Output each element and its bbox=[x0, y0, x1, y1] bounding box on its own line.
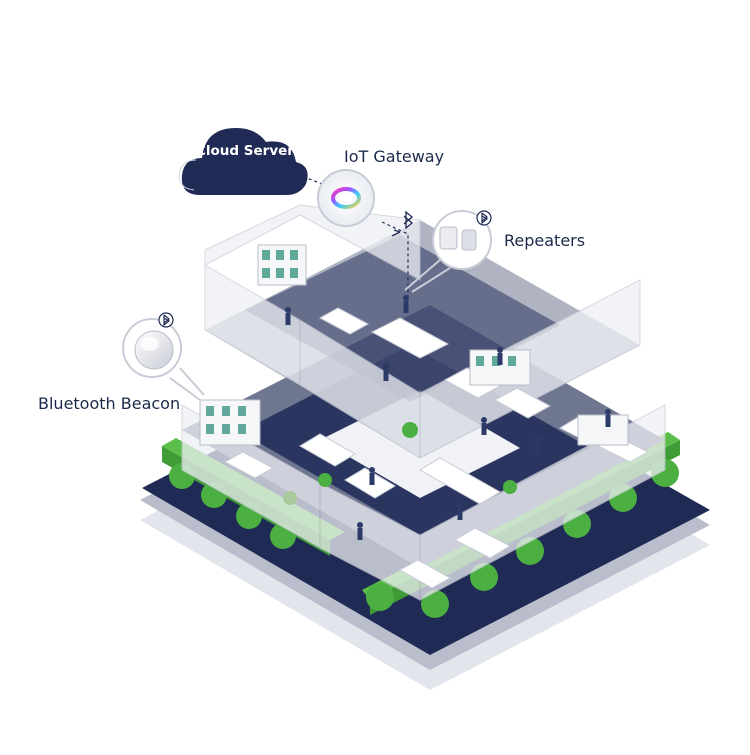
people bbox=[285, 295, 611, 540]
bluetooth-icon bbox=[158, 312, 174, 328]
cloud-icon bbox=[178, 128, 308, 195]
bluetooth-icon bbox=[391, 210, 414, 237]
repeater-device-icon bbox=[439, 226, 477, 251]
repeaters-label: Repeaters bbox=[504, 231, 586, 250]
bluetooth-icon bbox=[476, 210, 492, 226]
cloud-server-label: Cloud Server bbox=[196, 143, 294, 159]
bluetooth-beacon-label: Bluetooth Beacon bbox=[38, 394, 181, 413]
iot-gateway-label: IoT Gateway bbox=[344, 147, 445, 166]
gateway-device-icon bbox=[317, 169, 375, 227]
shelf-items bbox=[206, 250, 516, 434]
bluetooth-beacon-icon bbox=[134, 330, 174, 370]
desks bbox=[223, 307, 650, 589]
potted-plants bbox=[283, 422, 517, 505]
